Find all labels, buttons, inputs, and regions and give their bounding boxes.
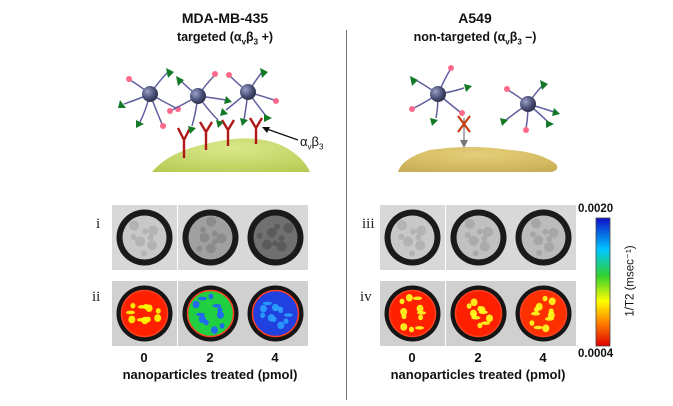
nanoparticle-1 [118,68,181,129]
dose-label-left-4: 4 [271,350,279,365]
mri-color-left-2 [243,281,308,346]
panel-divider [346,30,347,400]
row-label-iii: iii [362,216,375,232]
receptor-group [176,117,264,158]
receptor-pointer-arrow [263,127,299,141]
mri-color-right-2 [511,281,576,346]
mri-color-left-0 [112,281,177,346]
row-label-ii: ii [92,289,101,305]
receptor-label: αvβ3 [300,134,324,152]
dose-label-right-0: 0 [408,350,416,365]
mri-color-right-1 [446,281,511,346]
left-condition: targeted (αvβ3 +) [176,30,274,47]
right-condition: non-targeted (αvβ3 –) [413,30,537,47]
mri-gray-right-0 [380,205,445,270]
row-label-iv: iv [360,289,372,305]
dose-label-left-2: 2 [206,350,214,365]
colorbar-unit: 1/T2 (msec⁻¹) [624,245,637,317]
x-label-left: nanoparticles treated (pmol) [122,367,298,382]
left-cell-line-title: MDA-MB-435 [181,10,269,26]
nanoparticle-4 [409,65,472,126]
dose-label-right-4: 4 [539,350,547,365]
dose-label-left-0: 0 [140,350,148,365]
cell-membrane-right [398,147,558,172]
mri-gray-left-0 [112,205,177,270]
nanoparticle-2 [167,71,232,134]
colorbar [595,217,611,347]
colorbar-min: 0.0004 [578,348,614,360]
dose-label-right-2: 2 [474,350,482,365]
mri-gray-left-1 [178,205,243,270]
blocked-x-mark [457,115,471,133]
mri-color-left-1 [178,281,243,346]
mri-gray-left-2 [243,205,308,270]
x-label-right: nanoparticles treated (pmol) [390,367,566,382]
mri-gray-right-2 [511,205,576,270]
right-cell-line-title: A549 [458,10,492,26]
mri-color-right-0 [380,281,445,346]
nanoparticle-5 [500,80,560,133]
colorbar-max: 0.0020 [578,203,614,215]
cell-membrane-left [152,138,310,172]
mri-gray-right-1 [446,205,511,270]
nanoparticle-3 [220,68,279,126]
row-label-i: i [96,216,101,232]
